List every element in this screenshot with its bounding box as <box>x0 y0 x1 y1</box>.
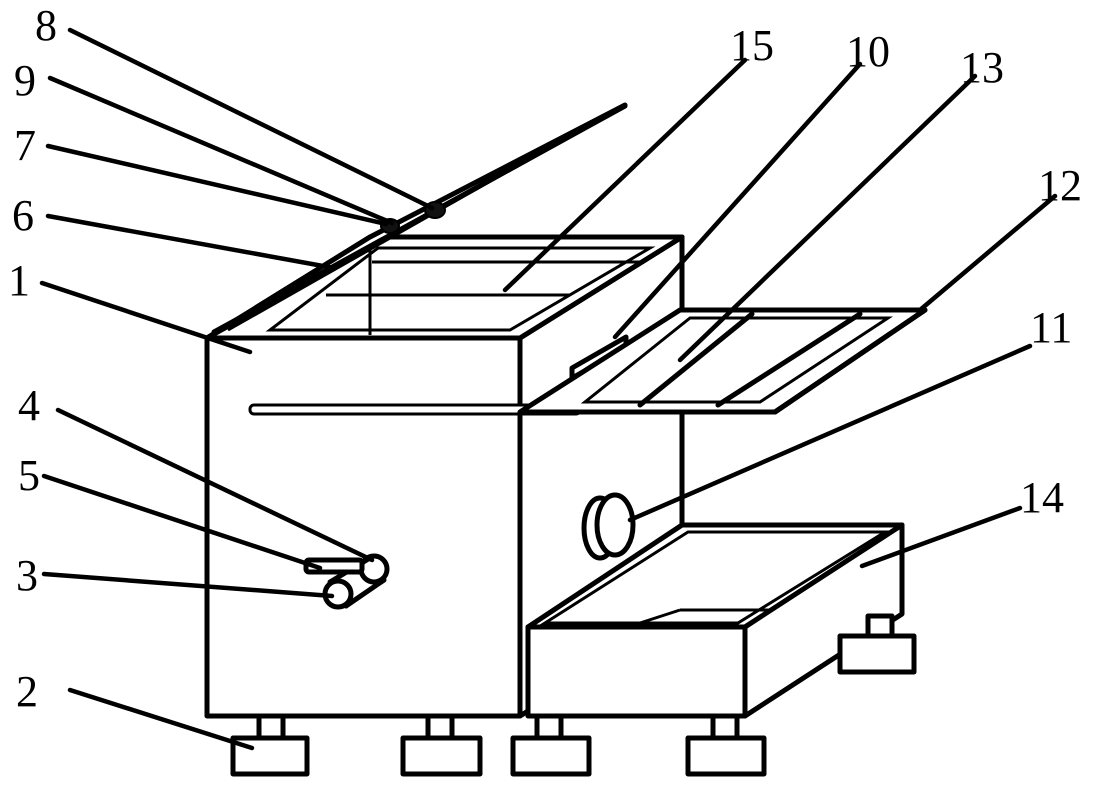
label-3: 3 <box>16 551 38 600</box>
foot-2 <box>400 713 483 777</box>
rotary-knob <box>581 492 636 561</box>
label-4: 4 <box>18 381 40 430</box>
feet <box>230 613 917 777</box>
foot-5 <box>837 613 917 675</box>
part-labels: 8 9 7 6 1 4 5 3 2 15 10 13 12 11 14 <box>8 1 1082 716</box>
label-6: 6 <box>12 191 34 240</box>
label-9: 9 <box>14 56 36 105</box>
label-13: 13 <box>960 43 1004 92</box>
top-tray <box>517 307 928 415</box>
hinged-lid <box>204 102 628 341</box>
label-10: 10 <box>846 27 890 76</box>
label-11: 11 <box>1030 303 1072 352</box>
label-5: 5 <box>18 451 40 500</box>
foot-4 <box>685 713 767 777</box>
foot-3 <box>510 713 592 777</box>
label-7: 7 <box>14 121 36 170</box>
label-12: 12 <box>1038 161 1082 210</box>
label-8: 8 <box>35 1 57 50</box>
leader-lines <box>39 27 1058 751</box>
label-2: 2 <box>16 667 38 716</box>
label-14: 14 <box>1020 473 1064 522</box>
collection-drawer <box>525 522 905 719</box>
label-15: 15 <box>730 21 774 70</box>
label-1: 1 <box>8 256 30 305</box>
